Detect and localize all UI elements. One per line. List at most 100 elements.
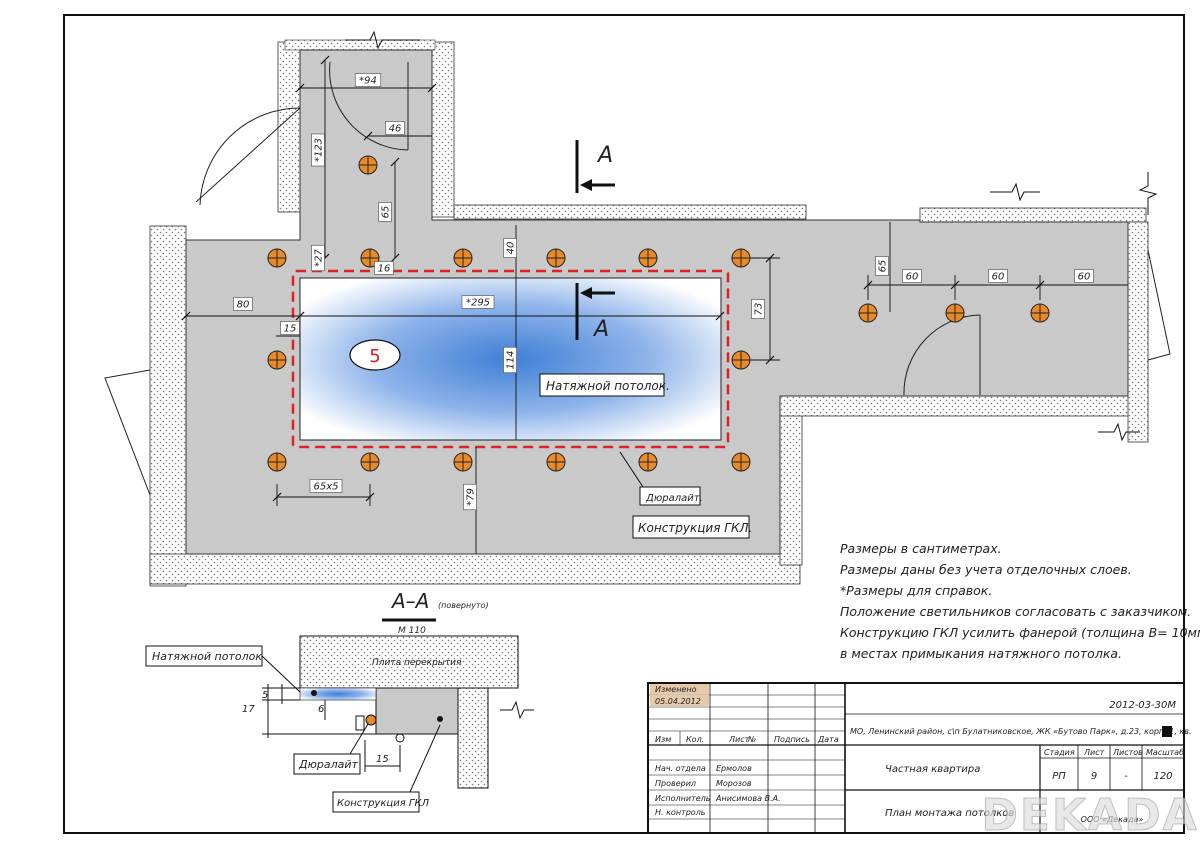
dimension-label-ceiling-length: *295 <box>461 295 495 309</box>
tb-scale: 120 <box>1153 771 1172 782</box>
tb-company: ООО «Декада» <box>1081 815 1144 824</box>
dimension-label-lamp-top: *27 <box>311 244 325 272</box>
doors <box>104 61 1171 496</box>
section-mark-bottom: A <box>592 317 609 342</box>
ceiling-lamp-icon <box>858 303 878 323</box>
dimension-label-corridor-depth: *123 <box>311 133 325 167</box>
dimension-label-bottom-offset: *79 <box>463 483 477 511</box>
dimension-label-inner-gap: 16 <box>374 261 394 275</box>
svg-text:46: 46 <box>389 124 402 135</box>
ceiling-lamp-icon <box>546 452 566 472</box>
svg-text:65: 65 <box>878 260 889 273</box>
dimension-label-hall-pitch-3: 60 <box>1074 269 1094 283</box>
ceiling-lamp-icon <box>267 248 287 268</box>
section-slab-mark: М 110 <box>398 626 426 636</box>
tb-stage: РП <box>1052 771 1066 782</box>
tb-code: 2012-03-30М <box>1109 700 1176 711</box>
tb-role-1: Нач. отдела <box>655 764 706 773</box>
plan-stretch-label: Натяжной потолок. <box>546 379 670 393</box>
note-4: Положение светильников согласовать с зак… <box>840 604 1191 619</box>
ceiling-lamp-icon <box>1030 303 1050 323</box>
tb-address: МО, Ленинский район, с\п Булатниковское,… <box>850 727 1192 736</box>
dimension-label-ceiling-width: 114 <box>503 346 517 374</box>
tb-changed-label: Изменено <box>655 685 697 694</box>
tb-name-1: Ермолов <box>716 764 752 773</box>
ceiling-lamp-icon <box>453 248 473 268</box>
plan-profile-label: Дюралайт. <box>645 493 703 504</box>
ceiling-lamp-icon <box>638 452 658 472</box>
section-mark-top: A <box>596 143 613 168</box>
tb-project: Частная квартира <box>885 764 980 775</box>
tb-changed-date: 05.04.2012 <box>655 697 701 706</box>
tb-stage-h: Стадия <box>1044 748 1075 757</box>
svg-text:60: 60 <box>906 272 919 283</box>
dimension-label-hall-pitch-2: 60 <box>988 269 1008 283</box>
section-stretch-label: Натяжной потолок <box>152 650 262 663</box>
dimension-label-hall-v: 65 <box>875 256 889 276</box>
watermark: DEKADA <box>981 790 1198 841</box>
tb-col-date: Дата <box>817 735 839 744</box>
plan-callouts: Натяжной потолок. Дюралайт. Конструкция … <box>539 373 752 539</box>
tb-scale-h: Масштаб <box>1146 748 1184 757</box>
svg-text:65x5: 65x5 <box>313 482 338 493</box>
dimension-label-right-offset: 73 <box>751 299 765 319</box>
title-block <box>647 682 1185 834</box>
plan-dimension-labels: *94 46 *123 65 *27 40 16 80 *295 15 73 114 65x5 *79 65… <box>233 73 1094 511</box>
tb-name-2: Морозов <box>716 779 752 788</box>
section-slab-text: Плита перекрытия <box>372 658 462 668</box>
sheet-frame <box>63 14 1185 834</box>
walls <box>149 39 1149 587</box>
section-dim-17: 17 <box>242 704 255 715</box>
tb-sheet: 9 <box>1091 771 1097 782</box>
tb-col-list: Лист <box>728 735 750 744</box>
ceiling-lamp-icon <box>731 452 751 472</box>
svg-text:73: 73 <box>754 303 765 316</box>
tb-col-izm: Изм <box>655 735 671 744</box>
section-title: А–А <box>390 589 429 613</box>
dimension-label-door-offset: 46 <box>385 121 405 135</box>
section-dim-6: 6 <box>318 704 324 715</box>
tb-role-2: Проверил <box>655 779 696 788</box>
section-gkl-label: Конструкция ГКЛ <box>337 798 430 809</box>
duralight-contour <box>291 269 730 449</box>
svg-text:*27: *27 <box>314 249 325 267</box>
svg-text:16: 16 <box>378 264 391 275</box>
svg-text:114: 114 <box>506 350 517 369</box>
svg-text:40: 40 <box>506 242 517 255</box>
svg-text:*94: *94 <box>359 76 377 87</box>
tb-sheets: - <box>1124 771 1128 782</box>
tb-role-4: Н. контроль <box>655 808 706 817</box>
ceiling-lamp-icon <box>267 350 287 370</box>
ceiling-lamp-icon <box>731 248 751 268</box>
room-number: 5 <box>369 346 380 367</box>
ceiling-lamp-icon <box>453 452 473 472</box>
plan-gkl-label: Конструкция ГКЛ. <box>638 521 752 535</box>
note-2: Размеры даны без учета отделочных слоев. <box>840 562 1132 577</box>
svg-text:60: 60 <box>1078 272 1091 283</box>
section-title-note: (повернуто) <box>438 601 489 610</box>
dimension-label-top-gap: 40 <box>503 238 517 258</box>
note-5: Конструкцию ГКЛ усилить фанерой (толщина… <box>840 625 1200 640</box>
svg-text:80: 80 <box>237 300 250 311</box>
section-profile-label: Дюралайт <box>298 758 358 771</box>
section-dim-15: 15 <box>376 754 389 765</box>
tb-col-num: № <box>747 735 756 744</box>
section-detail: А–А (повернуто) М 110 Плита перекрытия 1… <box>145 589 519 813</box>
svg-text:15: 15 <box>284 324 297 335</box>
tb-sheets-h: Листов <box>1112 748 1143 757</box>
section-dim-5: 5 <box>262 690 268 701</box>
tb-sheet-name: План монтажа потолков <box>885 808 1014 819</box>
ceiling-lamp-icon <box>945 303 965 323</box>
ceiling-lamp-icon <box>267 452 287 472</box>
dimension-ticks <box>181 55 1045 502</box>
dimension-lines <box>186 60 1128 554</box>
change-highlight <box>650 684 709 694</box>
ceiling-lamp-icon <box>638 248 658 268</box>
tb-name-3: Анисимова В.А. <box>715 794 781 803</box>
svg-text:*123: *123 <box>314 138 325 162</box>
ceiling-lamp-icon <box>731 350 751 370</box>
ceiling-lamp-icon <box>360 452 380 472</box>
svg-text:65: 65 <box>381 206 392 219</box>
dimension-label-hall-pitch-1: 60 <box>902 269 922 283</box>
